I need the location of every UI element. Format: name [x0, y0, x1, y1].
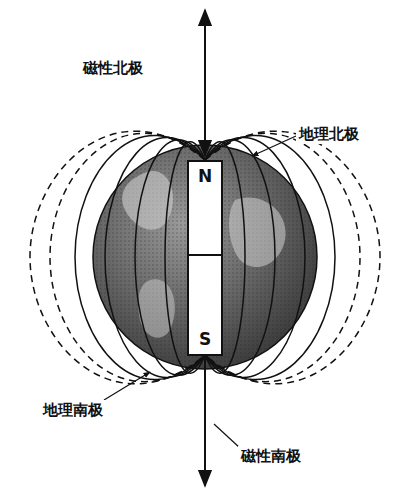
field-line [50, 133, 205, 381]
field-line [205, 133, 360, 381]
field-line [205, 131, 380, 384]
magnetic-axis-arrow [204, 358, 206, 486]
leader-line [214, 424, 240, 448]
continent [229, 197, 286, 267]
magnet-pole: S [187, 254, 223, 356]
pole-letter: N [191, 168, 219, 185]
magnetic-axis-arrow [204, 10, 206, 156]
earth-globe [93, 145, 317, 369]
leader-line [252, 136, 296, 156]
geographic-north-label: 地理北极 [296, 124, 362, 144]
magnetic-north-label: 磁性北极 [80, 58, 146, 78]
field-line [75, 135, 205, 379]
magnetic-south-label: 磁性南极 [238, 446, 304, 466]
field-line [205, 135, 335, 379]
geographic-south-label: 地理南极 [40, 400, 106, 420]
magnet-pole: N [187, 160, 223, 256]
field-line [30, 131, 205, 384]
outer-field-lines [30, 131, 380, 384]
earth-texture [93, 145, 317, 369]
leader-line [104, 372, 150, 400]
field-lines [75, 135, 335, 379]
pole-letter: S [191, 331, 219, 348]
